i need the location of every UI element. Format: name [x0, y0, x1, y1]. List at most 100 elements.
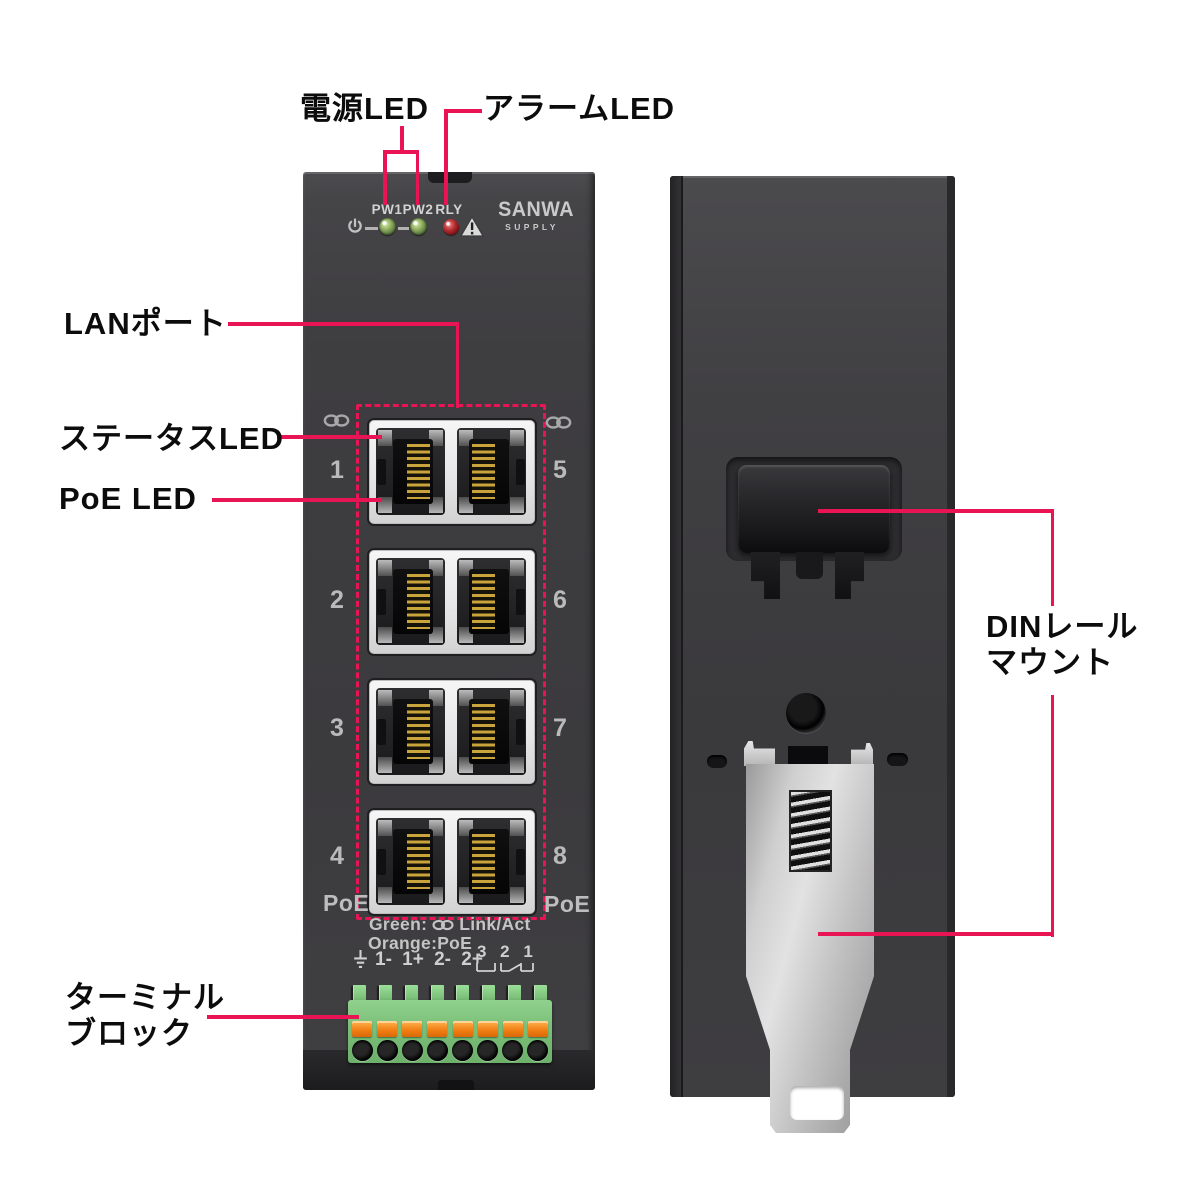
terminal-block-tabs [353, 985, 547, 1001]
port-number: 2 [330, 586, 344, 614]
terminal-block-callout-line1: ターミナル [65, 980, 225, 1015]
power-icon [348, 218, 362, 233]
port-number: 4 [330, 842, 344, 870]
clip-pull-hole [790, 1086, 844, 1120]
brand-name: SANWA [498, 198, 574, 221]
terminal-block-callout-line2: ブロック [65, 1016, 193, 1051]
port-number: 8 [553, 842, 567, 870]
din-rail-callout: DINレール マウント [986, 609, 1138, 681]
lan-port-pair-3-7 [367, 678, 537, 786]
back-left-edge [670, 176, 683, 1097]
legend-green: Green: Link/Act [369, 914, 531, 935]
callout-line-alarm-led [444, 109, 448, 205]
clip-spring [789, 790, 832, 872]
callout-line-poe-led [212, 498, 382, 502]
din-rail-callout-line2: マウント [986, 645, 1114, 680]
rj45-jack [376, 428, 445, 515]
port-number: 1 [330, 456, 344, 484]
pw2-label: PW2 [402, 202, 434, 217]
callout-line-lan-port [455, 322, 459, 408]
metal-clip-tab [744, 741, 775, 766]
vent-slot [887, 753, 908, 766]
poe-tag-left: PoE [323, 890, 370, 916]
legend-orange-text: Orange:PoE [368, 933, 473, 953]
callout-line-terminal-block [207, 1015, 359, 1019]
lan-port-pair-4-8 [367, 808, 537, 916]
callout-line-din-rail [818, 932, 1054, 936]
callout-line-power-led [383, 150, 387, 205]
rj45-jack [376, 688, 445, 775]
rly-label: RLY [435, 202, 463, 217]
port-number: 3 [330, 714, 344, 742]
rj45-jack [376, 818, 445, 905]
din-rail-callout-line1: DINレール [986, 609, 1139, 644]
metal-clip-notch [788, 746, 828, 768]
callout-line-lan-port [228, 322, 459, 326]
legend-green-prefix: Green: [369, 914, 428, 934]
din-clip-foot [751, 552, 780, 599]
callout-line-power-led [383, 150, 419, 154]
rj45-jack [457, 558, 526, 645]
brand-logo: SANWA SUPPLY [496, 198, 574, 232]
terminal-block-levers [352, 1021, 548, 1037]
warning-icon [460, 216, 484, 237]
rj45-jack [457, 818, 526, 905]
lan-port-pair-1-5 [367, 418, 537, 526]
pw1-label: PW1 [371, 202, 403, 217]
terminal-block [348, 983, 552, 1065]
lan-port-callout: LANポート [64, 306, 227, 341]
led-connector-dash [365, 227, 378, 230]
switch-front-view: PW1 PW2 RLY SANWA SUPPLY [303, 172, 595, 1090]
relay-contact-icon [476, 963, 534, 972]
terminal-relay-pin-labels: 3 2 1 [477, 942, 533, 961]
poe-led-callout: PoE LED [59, 481, 197, 516]
power-led-callout: 電源LED [300, 91, 429, 126]
jack-latch [516, 589, 525, 615]
rj45-jack [457, 688, 526, 775]
link-icon [432, 919, 454, 930]
terminal-block-callout: ターミナル ブロック [65, 980, 225, 1052]
link-icon [545, 416, 572, 429]
pw1-led [379, 218, 396, 235]
lan-port-highlight-box [356, 404, 546, 920]
screw-hole [786, 693, 826, 733]
terminal-power-pin-labels: 1- 1+ 2- 2+ [375, 949, 483, 970]
pw2-led [410, 218, 427, 235]
legend-green-suffix: Link/Act [459, 914, 531, 934]
brand-sub: SUPPLY [505, 222, 559, 232]
back-right-edge [947, 176, 955, 1097]
callout-line-alarm-led [444, 109, 482, 113]
callout-line-din-rail [1050, 695, 1054, 937]
vent-slot [707, 755, 727, 768]
callout-line-power-led [415, 150, 419, 205]
jack-latch [377, 849, 386, 875]
din-clip-foot [835, 552, 864, 599]
switch-back-view [670, 176, 955, 1133]
rly-led [443, 219, 459, 235]
port-number: 5 [553, 456, 567, 484]
jack-latch [516, 719, 525, 745]
led-connector-dash [398, 227, 409, 230]
jack-latch [516, 849, 525, 875]
legend-orange: Orange:PoE [368, 933, 472, 954]
top-notch [428, 172, 472, 183]
status-led-callout: ステータスLED [59, 421, 284, 456]
link-icon [323, 414, 350, 427]
jack-latch [377, 459, 386, 485]
callout-line-power-led [400, 126, 404, 152]
din-clip-center-tab [796, 552, 823, 579]
rj45-jack [376, 558, 445, 645]
lan-port-pair-2-6 [367, 548, 537, 656]
callout-line-din-rail [1050, 509, 1054, 606]
bottom-tab [438, 1080, 474, 1090]
terminal-block-holes [352, 1039, 548, 1062]
callout-line-din-rail [818, 509, 1054, 513]
port-number: 7 [553, 714, 567, 742]
callout-line-status-led [277, 435, 382, 439]
metal-clip-tab [851, 743, 873, 765]
ground-icon [354, 950, 367, 968]
din-rail-metal-clip [746, 764, 874, 1133]
poe-tag-right: PoE [544, 891, 591, 917]
alarm-led-callout: アラームLED [483, 91, 676, 126]
